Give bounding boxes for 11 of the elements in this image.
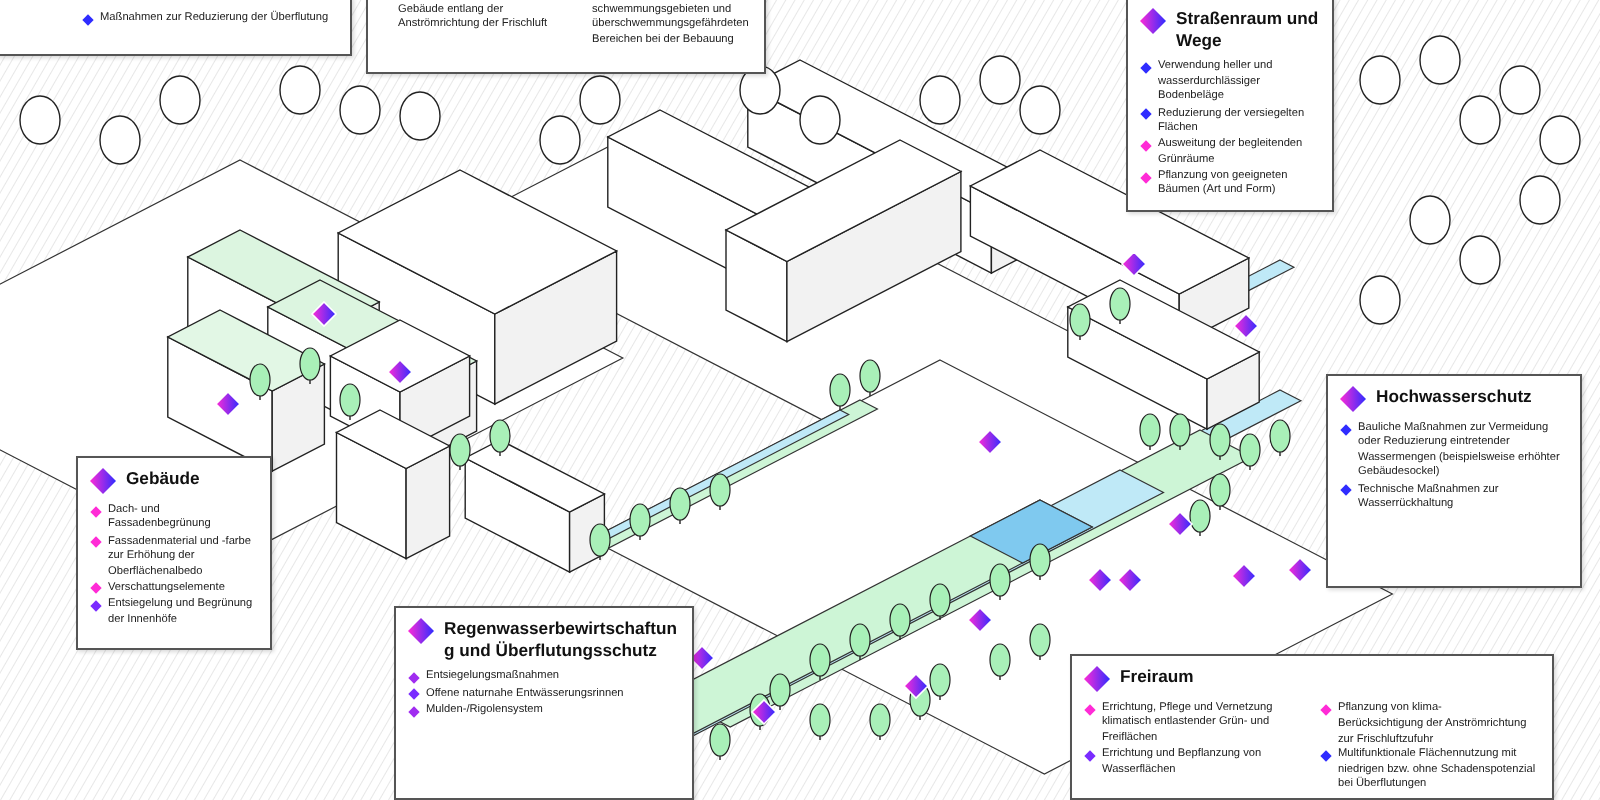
info-card [1326,374,1582,588]
card-heading: Hochwasserschutz [1376,386,1532,408]
card-heading: Gebäude [126,468,200,490]
card-heading: Straßenraum und Wege [1176,8,1320,51]
info-card [366,0,766,74]
info-card [394,606,694,800]
card-heading: Regenwasserbewirtschaftung und Überflutungsschutz [444,618,680,661]
info-card [1070,654,1554,800]
info-card [0,0,352,56]
card-heading: Freiraum [1120,666,1194,688]
info-card [1126,0,1334,212]
